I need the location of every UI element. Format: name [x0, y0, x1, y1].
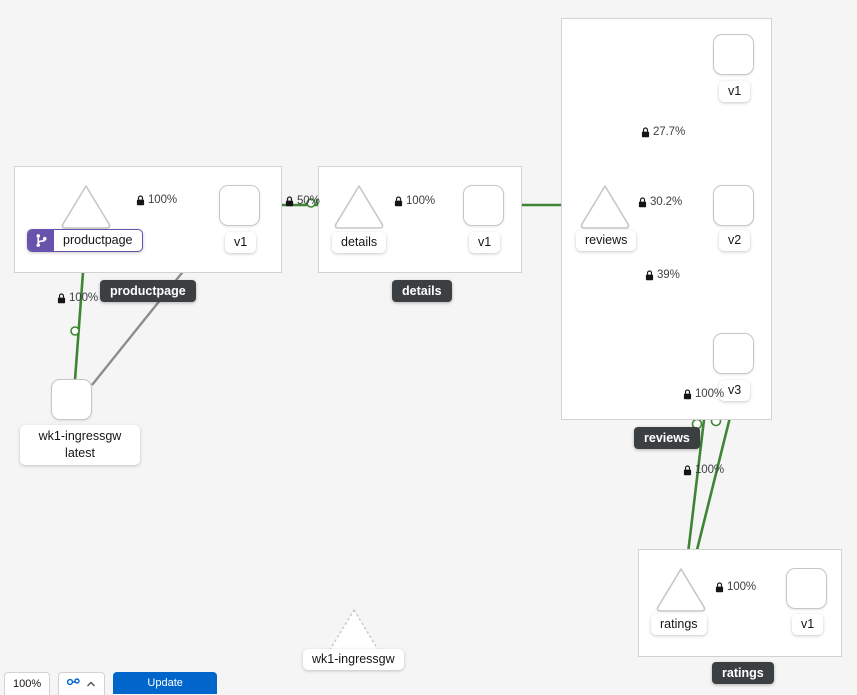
group-label-productpage: productpage [100, 280, 196, 302]
node-label-reviews[interactable]: reviews [576, 230, 637, 251]
node-label-productpage[interactable]: productpage [27, 229, 143, 252]
lock-icon [394, 195, 403, 206]
edge-label-text: 50% [297, 195, 320, 207]
edge-label-ratings-to-v1: 100% [715, 581, 756, 593]
edge-label-reviews-to-v2: 30.2% [638, 196, 682, 208]
bottom-toolbar[interactable]: 100% Update [0, 672, 218, 695]
edge-label-productpage-to-v1: 100% [136, 194, 177, 206]
node-label-ratings[interactable]: ratings [651, 614, 707, 635]
edge-label-reviews-v3-to-ratings: 100% [683, 388, 724, 400]
edge-label-text: 100% [695, 388, 725, 400]
edge-label-text: 100% [69, 292, 99, 304]
node-label-wk1-ingressgw-latest[interactable]: wk1-ingressgw latest [20, 425, 140, 465]
zoom-control-button[interactable]: 100% [4, 672, 51, 695]
node-label-productpage-v1[interactable]: v1 [225, 232, 257, 253]
edge-label-reviews-to-v1: 27.7% [641, 126, 685, 138]
workload-node-wk1-ingressgw[interactable] [51, 379, 92, 420]
edge-label-productpage-v1-to-details: 50% [285, 195, 320, 207]
group-label-reviews: reviews [634, 427, 700, 449]
node-label-details[interactable]: details [332, 232, 387, 253]
virtual-service-icon [28, 230, 54, 251]
edge-label-text: 100% [148, 194, 178, 206]
edge-label-text: 39% [657, 269, 680, 281]
edge-label-reviews-to-v3: 39% [645, 269, 680, 281]
edge-label-text: 27.7% [653, 126, 686, 138]
lock-icon [715, 581, 724, 592]
workload-node-ratings-v1[interactable] [786, 568, 827, 609]
edge-label-text: 100% [727, 581, 757, 593]
service-node-wk1-ingressgw-faded [329, 609, 379, 653]
lock-icon [641, 126, 650, 137]
node-label-productpage-text: productpage [63, 233, 133, 247]
edge-label-text: 100% [406, 195, 436, 207]
edge-label-text: 100% [695, 464, 725, 476]
edge-label-reviews-v2-to-ratings: 100% [683, 464, 724, 476]
update-button-label: Update [147, 677, 183, 689]
workload-node-reviews-v2[interactable] [713, 185, 754, 226]
node-label-reviews-v2[interactable]: v2 [719, 230, 751, 251]
edge-label-text: 30.2% [650, 196, 683, 208]
legend-button[interactable] [58, 672, 106, 695]
node-label-wk1-ingressgw[interactable]: wk1-ingressgw [303, 649, 404, 670]
node-label-reviews-v1[interactable]: v1 [719, 81, 751, 102]
workload-node-reviews-v1[interactable] [713, 34, 754, 75]
node-label-ratings-v1[interactable]: v1 [792, 614, 824, 635]
lock-icon [638, 196, 647, 207]
edge-label-ingressgw-to-productpage: 100% [57, 292, 98, 304]
chevron-up-icon [87, 681, 96, 687]
update-button[interactable]: Update [113, 672, 218, 694]
edge-label-details-to-v1: 100% [394, 195, 435, 207]
lock-icon [136, 194, 145, 205]
lock-icon [285, 195, 294, 206]
workload-node-details-v1[interactable] [463, 185, 504, 226]
workload-node-productpage-v1[interactable] [219, 185, 260, 226]
workload-node-reviews-v3[interactable] [713, 333, 754, 374]
legend-icon [67, 678, 80, 686]
node-label-reviews-v3[interactable]: v3 [719, 380, 751, 401]
lock-icon [57, 292, 66, 303]
lock-icon [645, 269, 654, 280]
group-label-details: details [392, 280, 452, 302]
zoom-level-label: 100% [13, 678, 42, 690]
lock-icon [683, 464, 692, 475]
lock-icon [683, 388, 692, 399]
node-label-details-v1[interactable]: v1 [469, 232, 501, 253]
group-label-ratings: ratings [712, 662, 774, 684]
